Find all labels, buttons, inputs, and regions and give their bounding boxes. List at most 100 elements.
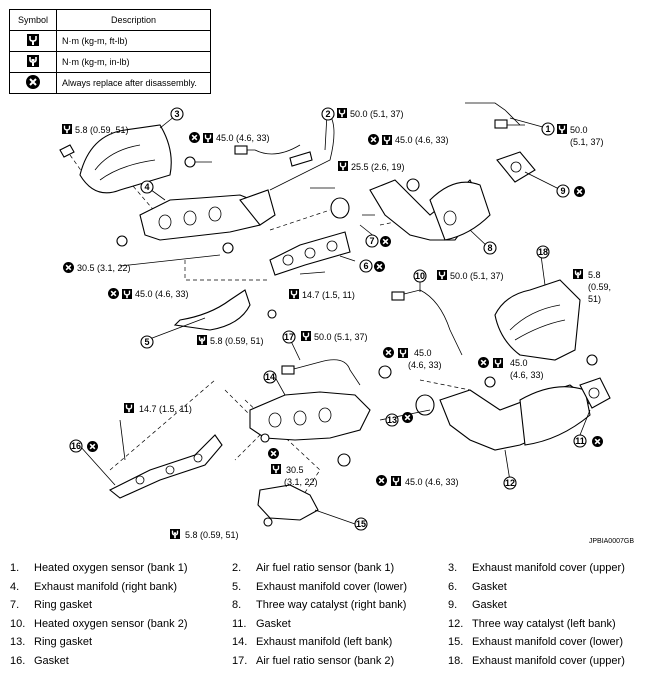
replace-x-icon bbox=[574, 186, 585, 197]
callout-11: 11 bbox=[573, 434, 587, 448]
part-description: Three way catalyst (left bank) bbox=[472, 617, 616, 630]
torque-label: 14.7 (1.5, 11) bbox=[289, 289, 355, 300]
replace-x-icon bbox=[478, 357, 489, 368]
callout-10: 10 bbox=[413, 269, 427, 283]
torque-wrench-icon bbox=[398, 348, 408, 358]
part-number: 11. bbox=[232, 617, 247, 630]
gasket-right-catalyst bbox=[496, 151, 536, 183]
part-description: Three way catalyst (right bank) bbox=[256, 599, 407, 611]
svg-text:2: 2 bbox=[325, 109, 330, 119]
parts-list-item: 3.Exhaust manifold cover (upper) bbox=[448, 562, 625, 574]
part-number: 18. bbox=[448, 654, 464, 667]
torque-label: 5.8 (0.59, 51) bbox=[62, 124, 129, 135]
sensor-connector bbox=[391, 291, 405, 301]
heated-oxygen-sensor-wire-bank2 bbox=[399, 289, 463, 356]
callout-12: 12 bbox=[503, 476, 517, 490]
part-description: Heated oxygen sensor (bank 2) bbox=[34, 617, 188, 630]
nut bbox=[484, 376, 496, 388]
part-number: 10. bbox=[10, 617, 26, 630]
svg-text:1: 1 bbox=[545, 124, 550, 134]
part-description: Ring gasket bbox=[34, 599, 93, 611]
part-number: 5. bbox=[232, 580, 242, 593]
svg-text:6: 6 bbox=[363, 261, 368, 271]
torque-wrench-small-icon bbox=[170, 529, 180, 539]
svg-text:13: 13 bbox=[387, 415, 397, 425]
svg-text:7: 7 bbox=[369, 236, 374, 246]
callout-14: 14 bbox=[263, 370, 277, 384]
replace-x-icon bbox=[87, 441, 98, 452]
part-number: 9. bbox=[448, 599, 458, 611]
callout-13: 13 bbox=[385, 413, 399, 427]
callout-16: 16 bbox=[69, 439, 83, 453]
legend-row: N·m (kg-m, ft-lb) bbox=[9, 30, 211, 52]
sensor-connector bbox=[281, 365, 295, 375]
parts-list-item: 8.Three way catalyst (right bank) bbox=[232, 599, 406, 611]
part-description: Ring gasket bbox=[34, 636, 93, 648]
torque-label: 45.0 (4.6, 33) bbox=[189, 132, 270, 143]
parts-list-item: 6.Gasket bbox=[448, 581, 507, 593]
svg-text:18: 18 bbox=[538, 247, 548, 257]
parts-list-row: 1.Heated oxygen sensor (bank 1)2.Air fue… bbox=[10, 562, 640, 581]
callout-17: 17 bbox=[282, 330, 296, 344]
nut bbox=[222, 242, 234, 254]
torque-label: 45.0 (4.6, 33) bbox=[368, 134, 449, 145]
callout-15: 15 bbox=[354, 517, 368, 531]
replace-x-icon bbox=[268, 448, 279, 459]
parts-list-item: 18.Exhaust manifold cover (upper) bbox=[448, 655, 625, 667]
callout-1: 1 bbox=[541, 122, 555, 136]
diagram-code: JPBIA0007GB bbox=[588, 538, 634, 545]
torque-wrench-icon bbox=[437, 270, 447, 280]
replace-x-icon bbox=[63, 262, 74, 273]
part-number: 14. bbox=[232, 636, 248, 648]
stud bbox=[119, 419, 126, 461]
svg-text:14.7 (1.5, 11): 14.7 (1.5, 11) bbox=[302, 290, 355, 300]
legend-row: N·m (kg-m, in-lb) bbox=[9, 51, 211, 73]
torque-label: 5.8 (0.59, 51) bbox=[573, 269, 611, 304]
torque-wrench-icon bbox=[338, 161, 348, 171]
part-number: 12. bbox=[448, 617, 464, 630]
part-description: Air fuel ratio sensor (bank 2) bbox=[256, 654, 395, 667]
part-number: 1. bbox=[10, 562, 20, 574]
bolt bbox=[260, 433, 270, 443]
callout-9: 9 bbox=[556, 184, 570, 198]
svg-text:50.0 (5.1, 37): 50.0 (5.1, 37) bbox=[314, 332, 368, 342]
svg-text:11: 11 bbox=[575, 436, 585, 446]
torque-label bbox=[402, 412, 413, 423]
parts-list-item: 9.Gasket bbox=[448, 599, 507, 611]
svg-text:10: 10 bbox=[415, 271, 425, 281]
parts-list-item: 5.Exhaust manifold cover (lower) bbox=[232, 581, 407, 593]
torque-label: 50.0 (5.1, 37) bbox=[337, 108, 404, 119]
part-number: 3. bbox=[448, 562, 458, 574]
svg-text:3: 3 bbox=[174, 109, 179, 119]
replace-x-icon bbox=[368, 134, 379, 145]
parts-list-item: 15.Exhaust manifold cover (lower) bbox=[448, 636, 623, 648]
replace-x-icon bbox=[108, 288, 119, 299]
torque-wrench-icon bbox=[203, 133, 213, 143]
svg-text:45.0 (4.6, 33): 45.0 (4.6, 33) bbox=[135, 289, 189, 299]
torque-wrench-small-icon bbox=[573, 269, 583, 279]
exhaust-manifold-cover-lower-right bbox=[173, 289, 251, 331]
callout-18: 18 bbox=[536, 245, 550, 259]
parts-list-item: 4.Exhaust manifold (right bank) bbox=[10, 581, 177, 593]
torque-wrench-icon bbox=[271, 464, 281, 474]
sensor-connector bbox=[494, 119, 508, 129]
part-number: 13. bbox=[10, 636, 26, 648]
catalyst-body bbox=[519, 386, 591, 446]
nut bbox=[116, 235, 128, 247]
parts-list-item: 10. Heated oxygen sensor (bank 2) bbox=[10, 618, 187, 630]
torque-wrench-icon bbox=[301, 331, 311, 341]
torque-wrench-small-icon bbox=[27, 55, 39, 67]
callout-4: 4 bbox=[140, 180, 154, 194]
part-description: Heated oxygen sensor (bank 1) bbox=[34, 562, 188, 574]
replace-x-icon bbox=[383, 347, 394, 358]
svg-text:5.8 (0.59, 51): 5.8 (0.59, 51) bbox=[185, 530, 239, 540]
svg-text:14: 14 bbox=[265, 372, 275, 382]
bolt bbox=[263, 517, 273, 527]
svg-text:(5.1, 37): (5.1, 37) bbox=[570, 137, 604, 147]
torque-label: 50.0 (5.1, 37) bbox=[301, 331, 368, 342]
replace-x-icon bbox=[374, 261, 385, 272]
part-description: Air fuel ratio sensor (bank 1) bbox=[256, 562, 395, 574]
sensor-body bbox=[289, 151, 313, 167]
torque-wrench-icon bbox=[337, 108, 347, 118]
